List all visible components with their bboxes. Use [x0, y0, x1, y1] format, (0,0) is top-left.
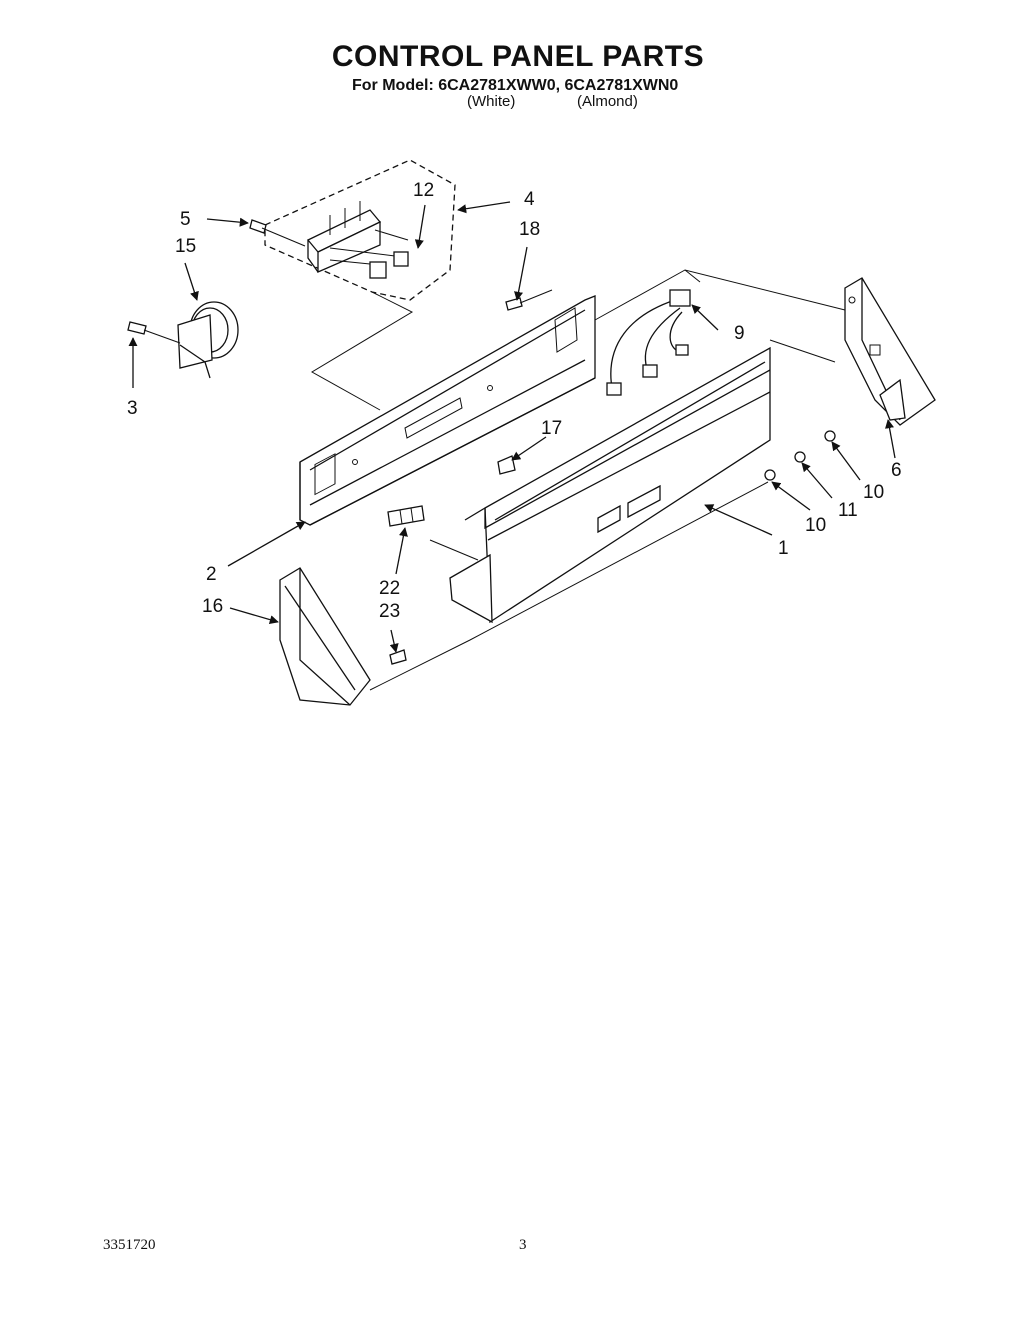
control-panel-part	[449, 346, 771, 624]
selector-switch-part	[127, 301, 239, 379]
callout-10a: 10	[863, 482, 884, 503]
switch-assembly-part	[264, 159, 456, 301]
callout-23: 23	[379, 601, 400, 622]
panel-clip-part	[497, 455, 516, 475]
callout-15: 15	[175, 236, 196, 257]
page-title: CONTROL PANEL PARTS	[331, 40, 705, 73]
end-cap-part	[279, 567, 371, 706]
callout-22: 22	[379, 578, 400, 599]
variant-almond-label: (Almond)	[577, 93, 638, 110]
end-cap-screw-part	[389, 649, 407, 665]
model-line: For Model: 6CA2781XWW0, 6CA2781XWN0	[352, 77, 679, 94]
panel-screws-part	[764, 430, 836, 481]
reference-lines	[311, 269, 846, 691]
callout-9: 9	[734, 323, 745, 344]
callout-12: 12	[413, 180, 434, 201]
callout-11: 11	[838, 500, 858, 521]
callout-arrows	[128, 201, 896, 653]
callout-17: 17	[541, 418, 562, 439]
callout-1: 1	[778, 538, 789, 559]
callout-4: 4	[524, 189, 535, 210]
console-bracket-part	[299, 295, 596, 526]
screw-part	[249, 219, 306, 247]
document-number: 3351720	[103, 1237, 156, 1253]
end-bracket-part	[844, 277, 936, 426]
variant-white-label: (White)	[467, 93, 516, 110]
callout-10b: 10	[805, 515, 826, 536]
panel-clips-part	[387, 505, 425, 527]
callout-18: 18	[519, 219, 540, 240]
callout-3: 3	[127, 398, 138, 419]
wire-harness-part	[606, 289, 691, 396]
callout-5: 5	[180, 209, 191, 230]
bracket-screw-part	[505, 289, 553, 311]
page-number: 3	[519, 1237, 527, 1253]
callout-2: 2	[206, 564, 217, 585]
callout-16: 16	[202, 596, 223, 617]
callout-6: 6	[891, 460, 902, 481]
